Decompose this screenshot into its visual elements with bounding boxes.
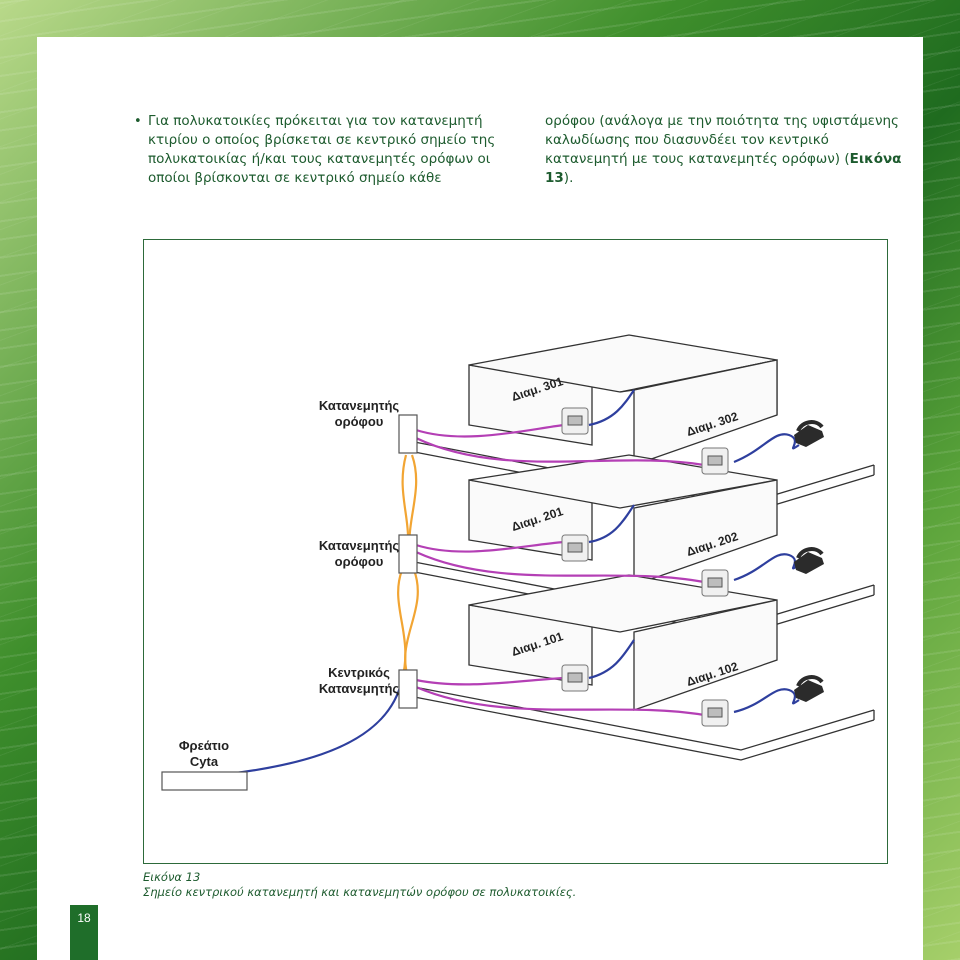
building-diagram: Κατανεμητής ορόφου Κατανεμητής ορόφου Κε… [143,239,888,864]
right-text-column: ορόφου (ανάλογα με την ποιότητα της υφισ… [545,113,902,186]
figure-reference[interactable]: Εικόνα 13 [545,151,902,186]
caption-text: Σημείο κεντρικού κατανεμητή και κατανεμη… [143,885,577,899]
floor1-base [403,684,875,751]
building-walls [403,334,875,761]
main-distributor-label: Κεντρικός Κατανεμητής [318,665,400,696]
page-number: 18 [70,905,98,960]
wall-sockets [561,407,729,727]
left-text-column: • Για πολυκατοικίες πρόκειται για τον κα… [134,112,513,188]
left-paragraph: Για πολυκατοικίες πρόκειται για τον κατα… [148,113,496,186]
manhole-box [161,771,248,791]
figure-caption: Εικόνα 13 Σημείο κεντρικού κατανεμητή κα… [143,870,576,900]
diagram-drawing [161,334,875,791]
telephone-icon [794,675,824,702]
telephones [794,420,824,702]
main-distributor-box [398,669,418,709]
caption-title: Εικόνα 13 [143,870,201,884]
telephone-icon [794,547,824,574]
floor1-partition [633,599,778,711]
right-paragraph: ορόφου (ανάλογα με την ποιότητα της υφισ… [545,113,899,167]
bullet-icon: • [134,114,142,129]
floor3-partition [633,359,778,466]
internal-cables [415,423,705,717]
floor2-distributor-box [398,534,418,574]
floor2-partition [633,479,778,586]
floor-distributor-label-top: Κατανεμητής ορόφου [318,398,400,429]
telephone-icon [794,420,824,447]
distributor-boxes [161,414,418,791]
floor3-distributor-box [398,414,418,454]
floor-distributor-label-mid: Κατανεμητής ορόφου [318,538,400,569]
floor1-base-bottom [403,694,875,761]
manhole-label: Φρεάτιο Cyta [178,738,230,769]
